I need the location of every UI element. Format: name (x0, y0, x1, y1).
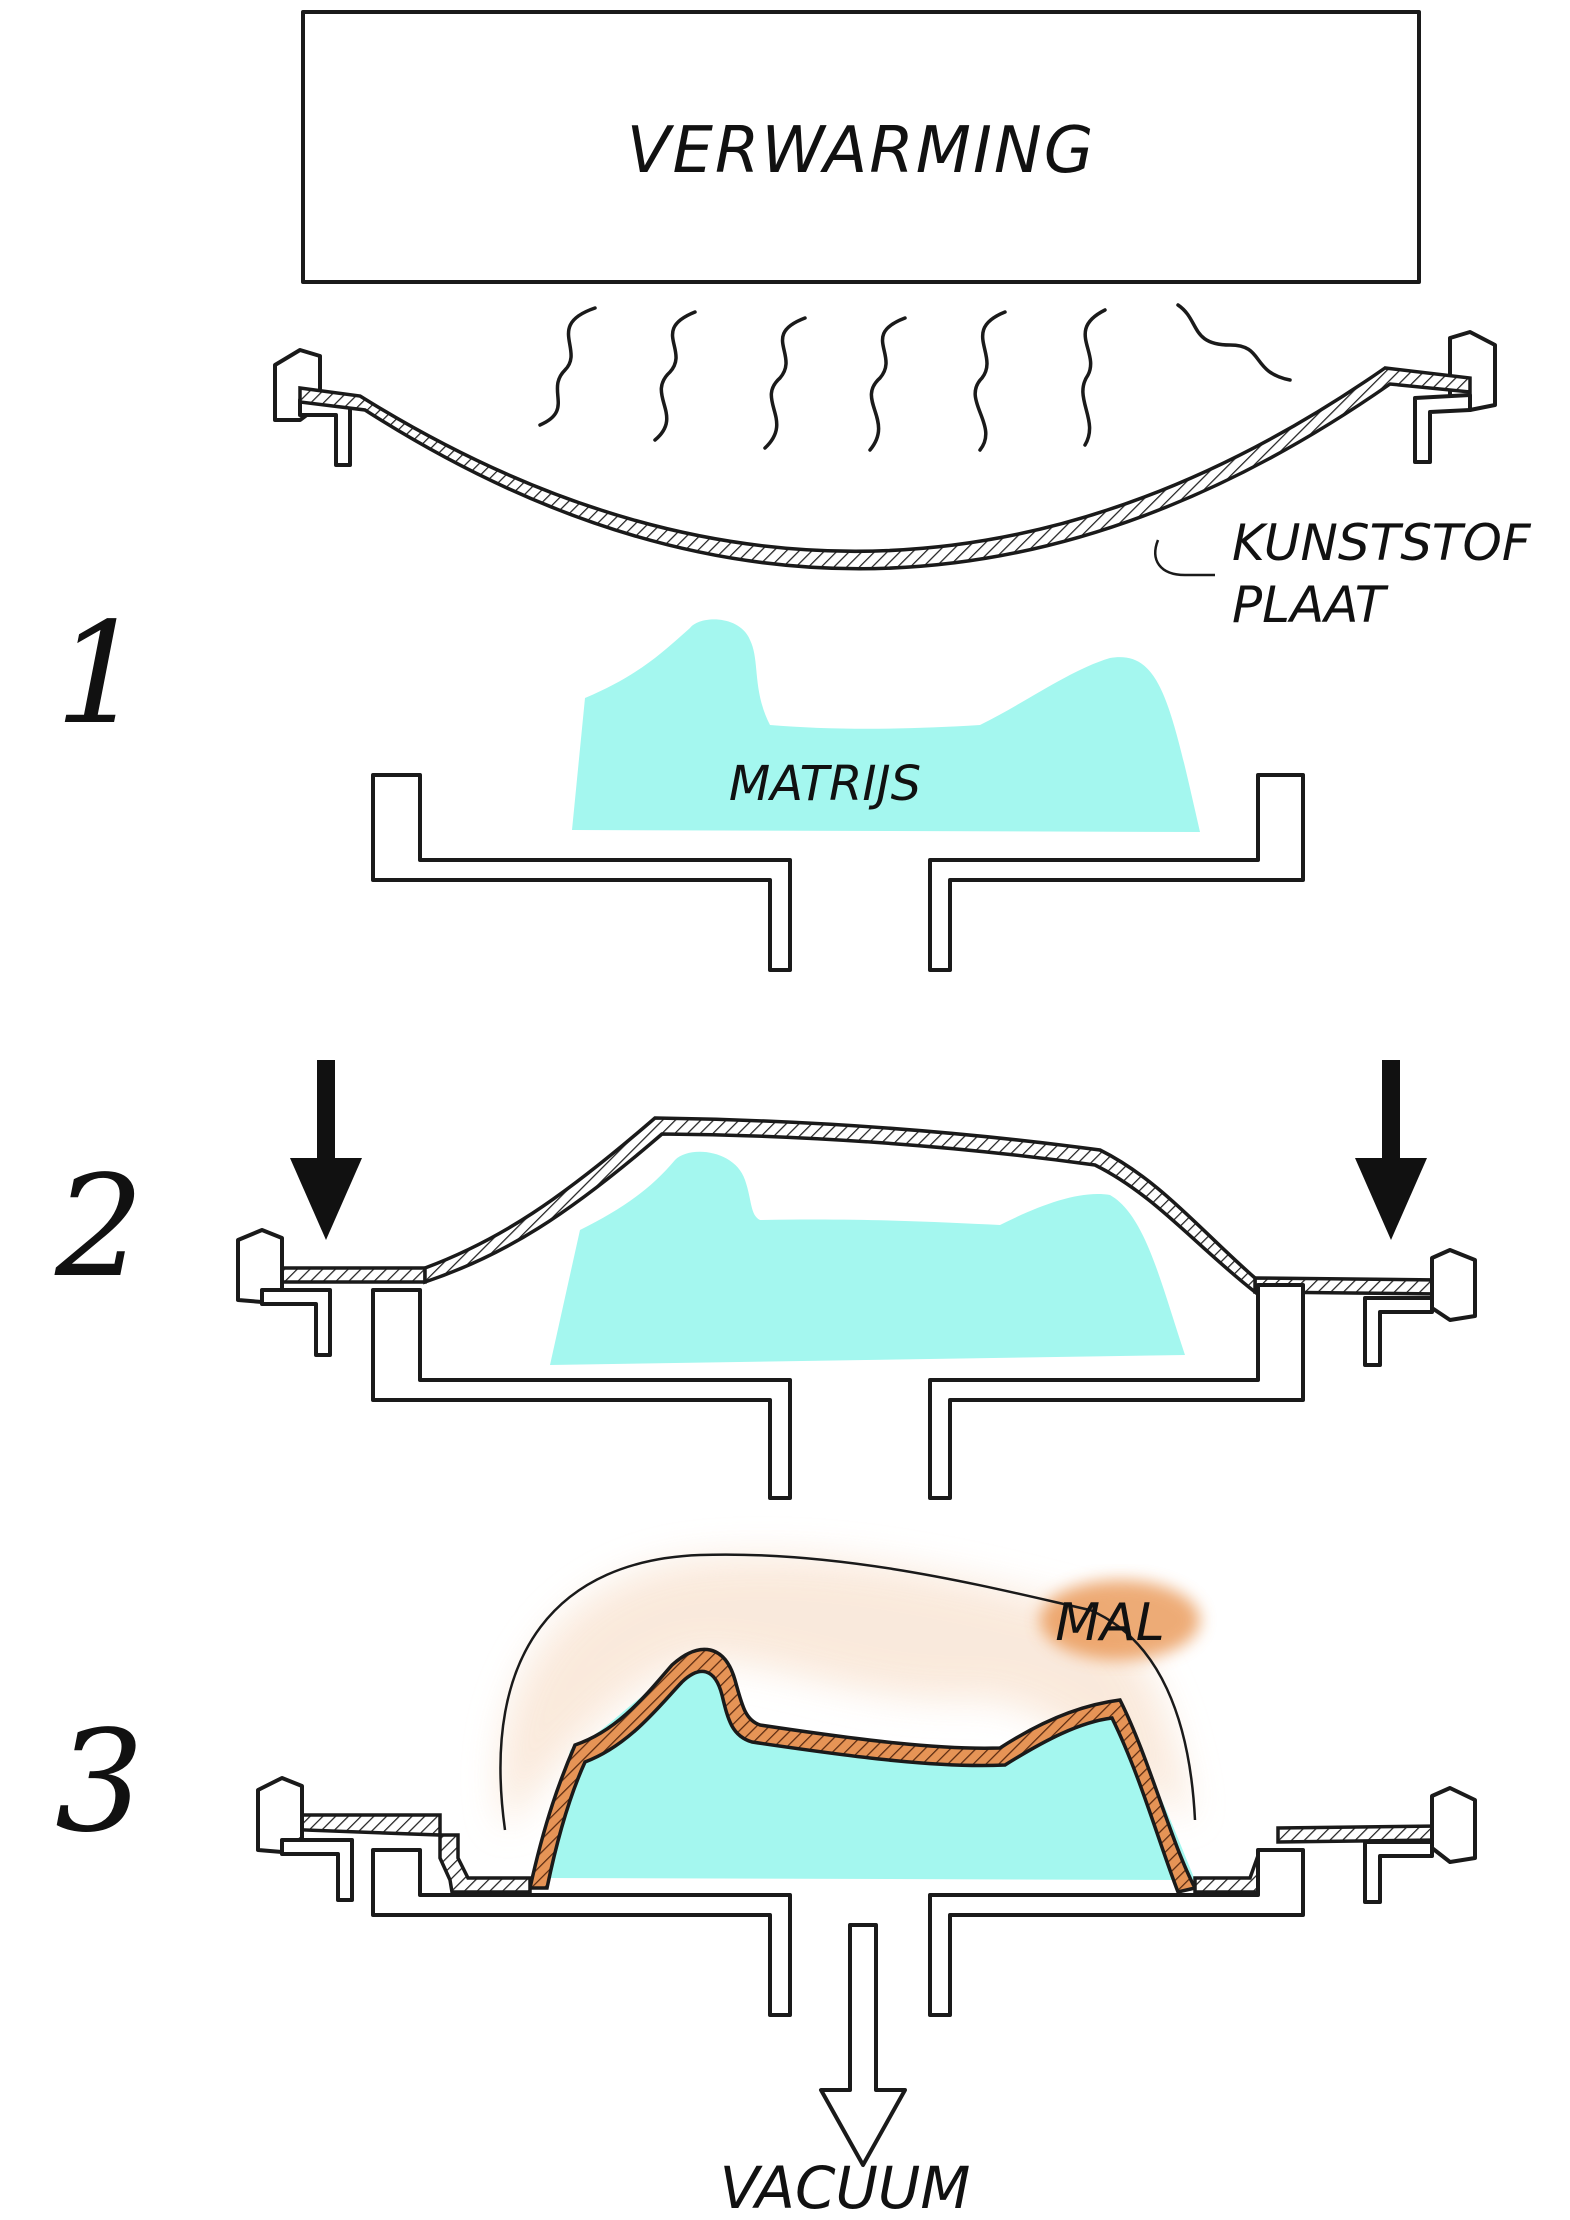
heat-wave (868, 316, 907, 452)
mold-glow (500, 1556, 1200, 1830)
clamp-right (1430, 1248, 1477, 1322)
vacuum-frame-left (371, 773, 792, 972)
heat-wave (1081, 308, 1107, 447)
vacuum-frame-right (928, 1848, 1305, 2017)
heat-waves (538, 303, 1292, 452)
heat-wave (653, 310, 697, 442)
heater-label: VERWARMING (627, 114, 1096, 188)
die-step-3 (545, 1666, 1195, 1880)
vacuum-label: VACUUM (720, 2154, 971, 2220)
heat-wave (538, 306, 597, 427)
vacuum-frame-right (928, 1283, 1305, 1500)
step-number-1: 1 (55, 593, 144, 756)
plastic-sheet-heated (298, 366, 1472, 571)
clamp-right-post (1363, 1840, 1434, 1904)
heater: VERWARMING (301, 10, 1421, 284)
clamp-left-post (260, 1288, 332, 1357)
die-step-2 (550, 1151, 1185, 1365)
sheet-clamp-top (273, 330, 1497, 571)
heat-wave (973, 310, 1007, 452)
sheet-callout: KUNSTSTOF PLAAT (1154, 514, 1532, 634)
vacuum-frame-step-1 (371, 773, 1305, 972)
step-number-3: 3 (55, 1701, 144, 1864)
mold-label: MAL (1055, 1593, 1164, 1653)
die-label: MATRIJS (729, 756, 921, 812)
heat-wave (1176, 303, 1292, 382)
die-shape (545, 1666, 1195, 1880)
sheet-label-line2: PLAAT (1232, 576, 1389, 634)
sheet-leader-line (1154, 539, 1215, 577)
vacuum-frame-left (371, 1288, 792, 1500)
mold-glow-spot (1040, 1580, 1200, 1660)
clamp-left-post (298, 398, 352, 467)
heat-wave (763, 316, 807, 450)
plastic-sheet-flat-left (273, 1266, 427, 1284)
die-step-1: MATRIJS (572, 619, 1200, 832)
die-shape (572, 619, 1200, 832)
mold-glow-area (500, 1556, 1190, 1830)
plastic-sheet-top-right (1276, 1824, 1442, 1844)
arrow-down-outline-icon (819, 1923, 907, 2167)
die-shape (550, 1151, 1185, 1365)
plastic-sheet-flange-left (438, 1833, 532, 1894)
clamp-right-post (1413, 393, 1472, 464)
sheet-label-line1: KUNSTSTOF (1232, 514, 1532, 572)
plastic-sheet-dome (423, 1116, 1257, 1296)
arrow-down-icon (1355, 1060, 1427, 1240)
vacuum-frame-left (371, 1848, 792, 2017)
clamp-right-post (1363, 1296, 1434, 1367)
vacuum-frame-right (928, 773, 1305, 972)
clamp-left-post (280, 1838, 354, 1902)
arrow-down-icon (290, 1060, 362, 1240)
vacuum-frame-step-2 (371, 1283, 1305, 1500)
press-arrows (290, 1060, 1427, 1240)
step-number-2: 2 (54, 1146, 144, 1309)
clamp-right (1430, 1786, 1477, 1864)
mold-outline (499, 1553, 1197, 1831)
vacuum-frame-step-3 (371, 1848, 1305, 2017)
